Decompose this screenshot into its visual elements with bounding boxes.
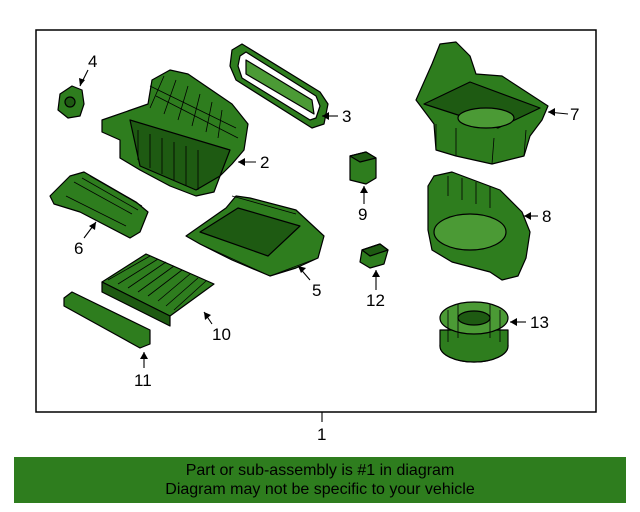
callout-arrowheads [79, 78, 555, 359]
callout-3[interactable]: 3 [342, 107, 351, 126]
part-12-connector[interactable] [359, 243, 389, 269]
part-4-actuator[interactable] [57, 85, 85, 119]
callout-7[interactable]: 7 [570, 105, 579, 124]
part-10-filter[interactable] [101, 253, 215, 327]
banner-line-1: Part or sub-assembly is #1 in diagram [185, 462, 455, 479]
info-banner: Part or sub-assembly is #1 in diagram Di… [14, 457, 626, 503]
part-2-housing[interactable] [101, 69, 249, 197]
banner-line-2: Diagram may not be specific to your vehi… [165, 481, 475, 498]
callout-5[interactable]: 5 [312, 281, 321, 300]
callout-10[interactable]: 10 [212, 325, 231, 344]
callout-2[interactable]: 2 [260, 153, 269, 172]
callout-4[interactable]: 4 [88, 52, 97, 71]
callout-11[interactable]: 11 [134, 371, 152, 390]
part-11-strip[interactable] [63, 291, 151, 349]
part-8-blower-housing[interactable] [427, 171, 531, 281]
callout-1[interactable]: 1 [317, 425, 326, 444]
part-6-duct[interactable] [49, 171, 149, 239]
diagram-frame [35, 29, 597, 413]
part-13-blower-motor[interactable] [439, 301, 509, 363]
callout-13[interactable]: 13 [530, 313, 549, 332]
callout-9[interactable]: 9 [358, 205, 367, 224]
callout-6[interactable]: 6 [74, 239, 83, 258]
callout-8[interactable]: 8 [542, 207, 551, 226]
part-5-case[interactable] [185, 195, 325, 277]
part-7-blower-case[interactable] [415, 41, 549, 165]
part-3-seal-frame[interactable] [229, 43, 329, 129]
callout-12[interactable]: 12 [366, 291, 385, 310]
part-9-sensor[interactable] [349, 151, 377, 185]
